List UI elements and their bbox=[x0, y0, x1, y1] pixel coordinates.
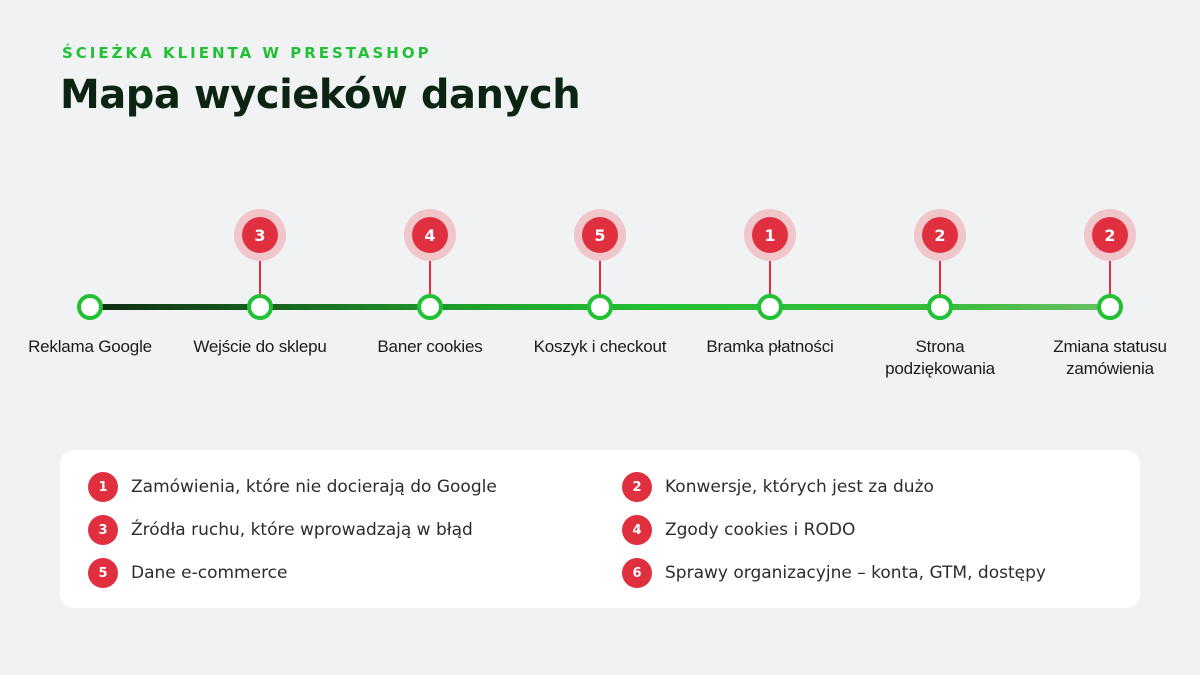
marker-badge bbox=[922, 217, 958, 253]
marker-badge bbox=[582, 217, 618, 253]
marker-number: 4 bbox=[424, 226, 435, 245]
timeline-stage: 1 bbox=[744, 209, 796, 320]
legend-number-badge: 6 bbox=[622, 558, 652, 588]
stage-node bbox=[77, 294, 103, 320]
marker-number: 2 bbox=[1104, 226, 1115, 245]
stage-label: Wejście do sklepu bbox=[193, 337, 327, 356]
legend-number-badge: 1 bbox=[88, 472, 118, 502]
marker-badge bbox=[1092, 217, 1128, 253]
legend-text: Źródła ruchu, które wprowadzają w błąd bbox=[131, 520, 473, 540]
marker-badge bbox=[412, 217, 448, 253]
legend-text: Dane e-commerce bbox=[131, 563, 288, 583]
marker-number: 1 bbox=[764, 226, 775, 245]
legend-text: Sprawy organizacyjne – konta, GTM, dostę… bbox=[665, 563, 1046, 583]
marker-number: 3 bbox=[254, 226, 265, 245]
legend-item: 5 Dane e-commerce bbox=[88, 558, 288, 588]
stage-node bbox=[247, 294, 273, 320]
timeline-stage: 5 bbox=[574, 209, 626, 320]
stage-node bbox=[927, 294, 953, 320]
legend-card: 1 Zamówienia, które nie docierają do Goog… bbox=[60, 450, 1140, 608]
stage-label: Koszyk i checkout bbox=[533, 337, 667, 356]
legend-item: 4 Zgody cookies i RODO bbox=[622, 515, 855, 545]
marker-badge bbox=[752, 217, 788, 253]
stage-label: Bramka płatności bbox=[706, 337, 834, 356]
marker-number: 2 bbox=[934, 226, 945, 245]
legend-number-badge: 5 bbox=[88, 558, 118, 588]
timeline-stage: 2 bbox=[1084, 209, 1136, 320]
stage-label: Reklama Google bbox=[28, 337, 152, 356]
legend-item: 1 Zamówienia, które nie docierają do Goog… bbox=[88, 472, 497, 502]
legend-item: 2 Konwersje, których jest za dużo bbox=[622, 472, 934, 502]
eyebrow-heading: ŚCIEŻKA KLIENTA W PRESTASHOP bbox=[62, 44, 432, 62]
timeline-stage bbox=[77, 294, 103, 320]
timeline-stage: 2 bbox=[914, 209, 966, 320]
timeline-stage: 4 bbox=[404, 209, 456, 320]
legend-item: 6 Sprawy organizacyjne – konta, GTM, dost… bbox=[622, 558, 1046, 588]
stage-node bbox=[417, 294, 443, 320]
marker-number: 5 bbox=[594, 226, 605, 245]
customer-journey-timeline: 3 4 5 1 2 2 bbox=[77, 209, 1136, 320]
legend-item: 3 Źródła ruchu, które wprowadzają w błąd bbox=[88, 515, 473, 545]
stage-label: Baner cookies bbox=[377, 337, 483, 356]
page-title: Mapa wycieków danych bbox=[60, 72, 581, 118]
stage-node bbox=[587, 294, 613, 320]
stage-node bbox=[1097, 294, 1123, 320]
legend-text: Konwersje, których jest za dużo bbox=[665, 477, 934, 497]
legend-number-badge: 3 bbox=[88, 515, 118, 545]
legend-text: Zgody cookies i RODO bbox=[665, 520, 856, 540]
legend-number-badge: 4 bbox=[622, 515, 652, 545]
legend-text: Zamówienia, które nie docierają do Googl… bbox=[131, 477, 497, 497]
legend-number-badge: 2 bbox=[622, 472, 652, 502]
marker-badge bbox=[242, 217, 278, 253]
timeline-stage: 3 bbox=[234, 209, 286, 320]
stage-node bbox=[757, 294, 783, 320]
